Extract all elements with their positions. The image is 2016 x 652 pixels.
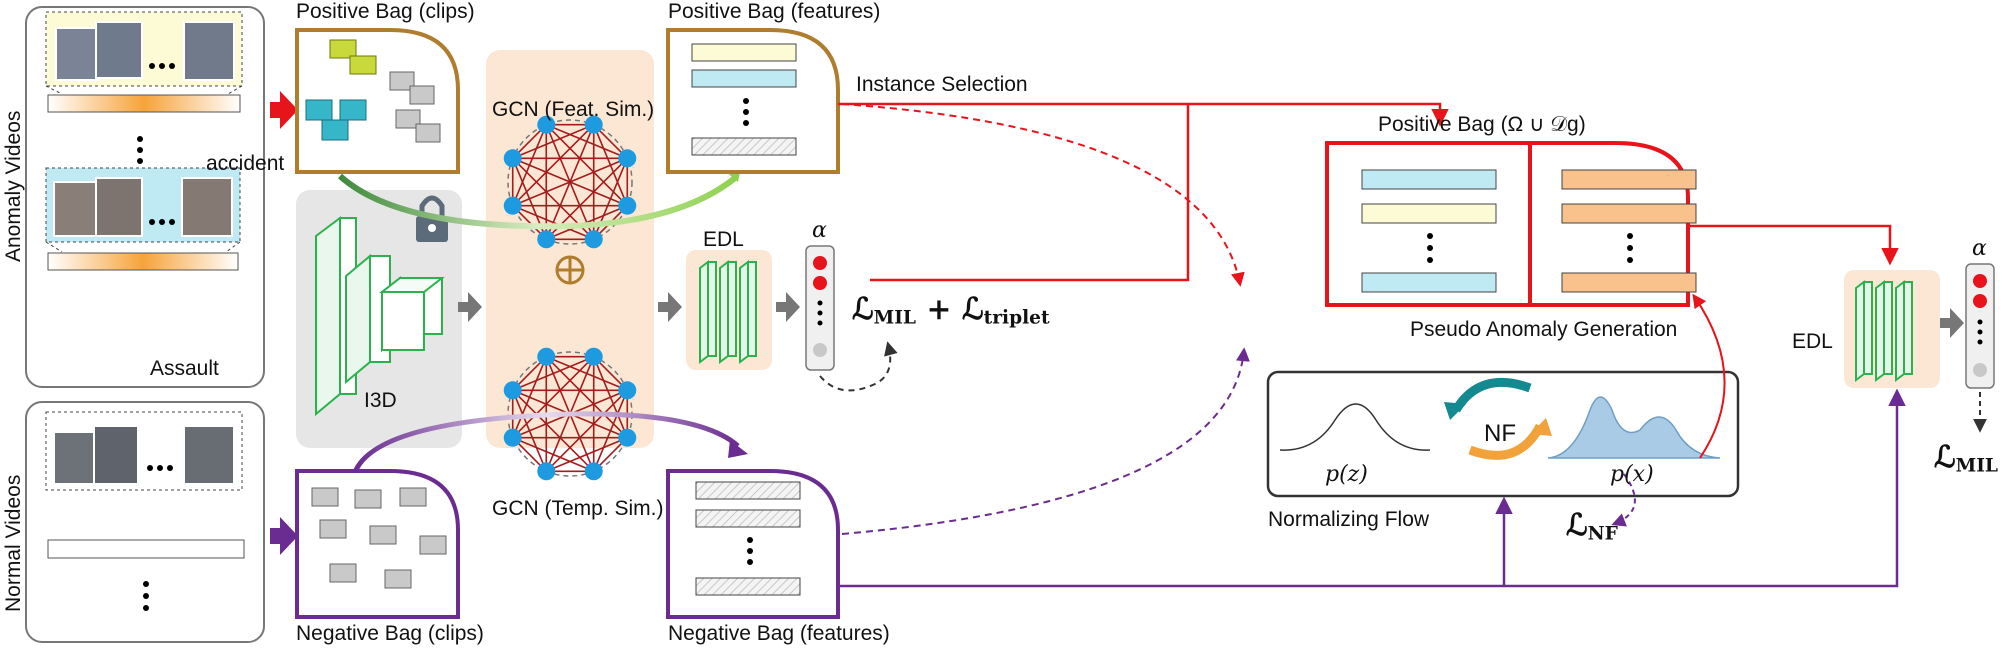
pz-label: p(z): [1325, 462, 1368, 487]
gcn-node: [584, 347, 603, 366]
right-arrow-icon: [658, 292, 682, 322]
feature-bar-icon: [1361, 272, 1497, 293]
gcn-node: [584, 230, 603, 249]
gcn-node: [503, 381, 522, 400]
assault-label: Assault: [150, 357, 219, 380]
alpha-label: α: [812, 218, 827, 243]
gcn-node: [503, 196, 522, 215]
density-curve: [1547, 396, 1721, 459]
video-clip-icon: [53, 425, 235, 485]
loss-mil-right: ℒMIL: [1934, 440, 1998, 477]
edl-label: EDL: [703, 228, 744, 251]
loss-nf: ℒNF: [1566, 508, 1618, 545]
loss-mil-triplet: ℒMIL + ℒtriplet: [852, 292, 1050, 329]
normal-arrow: [270, 517, 298, 555]
gaussian-curve: [1279, 403, 1431, 451]
feature-bar-icon: [695, 509, 801, 528]
video-clip-icon: [53, 177, 233, 237]
alpha-vector-right: [1965, 263, 1995, 389]
feature-bar-icon: [1561, 203, 1697, 224]
gcn-temp-label: GCN (Temp. Sim.): [492, 497, 664, 520]
loss-symbol: ℒ: [1934, 440, 1956, 475]
px-label: p(x): [1610, 462, 1654, 487]
right-arrow-icon: [1940, 308, 1964, 338]
right-arrow-icon: [776, 292, 800, 322]
loss-triplet-sub: triplet: [983, 307, 1050, 329]
i3d-cube-icon: [315, 216, 445, 417]
pseudo-anomaly-label: Pseudo Anomaly Generation: [1410, 318, 1678, 341]
lock-icon: [416, 195, 448, 242]
right-arrow-icon: [458, 292, 482, 322]
gcn-block: [486, 50, 654, 448]
edl-right-label: EDL: [1792, 330, 1833, 353]
gcn-node: [503, 428, 522, 447]
negative-flow-curve: [353, 411, 740, 472]
accident-timeline: [47, 94, 241, 113]
positive-bag-union-label: Positive Bag (Ω ∪ 𝒟g): [1378, 113, 1586, 136]
loss-symbol: ℒ: [962, 292, 984, 327]
video-clip-icon: [311, 487, 447, 589]
gcn-node: [584, 462, 603, 481]
gcn-node: [537, 230, 556, 249]
loss-symbol: ℒ: [1566, 508, 1588, 543]
feature-bar-icon: [1361, 169, 1497, 190]
positive-bag-clips-label: Positive Bag (clips): [296, 0, 475, 23]
negative-bag-clips-label: Negative Bag (clips): [296, 622, 484, 645]
nf-label: NF: [1484, 420, 1516, 447]
feature-bar-icon: [695, 577, 801, 596]
gcn-node: [537, 115, 556, 134]
positive-flow-curve: [337, 173, 737, 230]
gcn-node: [618, 196, 637, 215]
nf-cycle-icon: [1444, 377, 1552, 460]
anomaly-videos-label: Anomaly Videos: [2, 110, 25, 262]
gcn-node: [618, 428, 637, 447]
loss-nf-sub: NF: [1587, 523, 1618, 545]
assault-timeline: [47, 252, 239, 271]
gcn-node: [537, 462, 556, 481]
edl-layers-icon: [1855, 280, 1913, 382]
normal-timeline: [47, 539, 245, 559]
feature-bar-icon: [691, 137, 797, 156]
loss-mil-sub: MIL: [873, 307, 916, 329]
loss-symbol: ℒ: [852, 292, 874, 327]
normalizing-flow-box: [1266, 370, 1740, 498]
plus-sign: +: [926, 292, 952, 327]
feature-bar-icon: [1561, 169, 1697, 190]
alpha-right-label: α: [1972, 236, 1987, 261]
negative-bag-features-label: Negative Bag (features): [668, 622, 890, 645]
accident-label: accident: [206, 152, 285, 175]
normalizing-flow-label: Normalizing Flow: [1268, 508, 1430, 531]
edl-layers-icon: [699, 260, 757, 364]
positive-bag-features-label: Positive Bag (features): [668, 0, 881, 23]
gcn-feat-label: GCN (Feat. Sim.): [492, 98, 655, 121]
anomaly-arrow: [270, 91, 298, 129]
feature-bar-icon: [1561, 272, 1697, 293]
gcn-node: [618, 381, 637, 400]
video-clip-icon: [55, 21, 235, 81]
video-clip-icon: [305, 39, 441, 143]
gcn-node: [537, 347, 556, 366]
feature-bar-icon: [1361, 203, 1497, 224]
loss-mil-right-sub: MIL: [1955, 455, 1998, 477]
gcn-node: [618, 149, 637, 168]
feature-bar-icon: [695, 481, 801, 500]
gcn-node: [584, 115, 603, 134]
instance-selection-label: Instance Selection: [856, 73, 1028, 96]
normal-videos-label: Normal Videos: [2, 474, 25, 612]
gcn-node: [503, 149, 522, 168]
oplus-icon: [555, 255, 585, 285]
feature-bar-icon: [691, 69, 797, 88]
i3d-label: I3D: [364, 389, 397, 412]
alpha-vector: [805, 245, 835, 371]
feature-bar-icon: [691, 43, 797, 62]
